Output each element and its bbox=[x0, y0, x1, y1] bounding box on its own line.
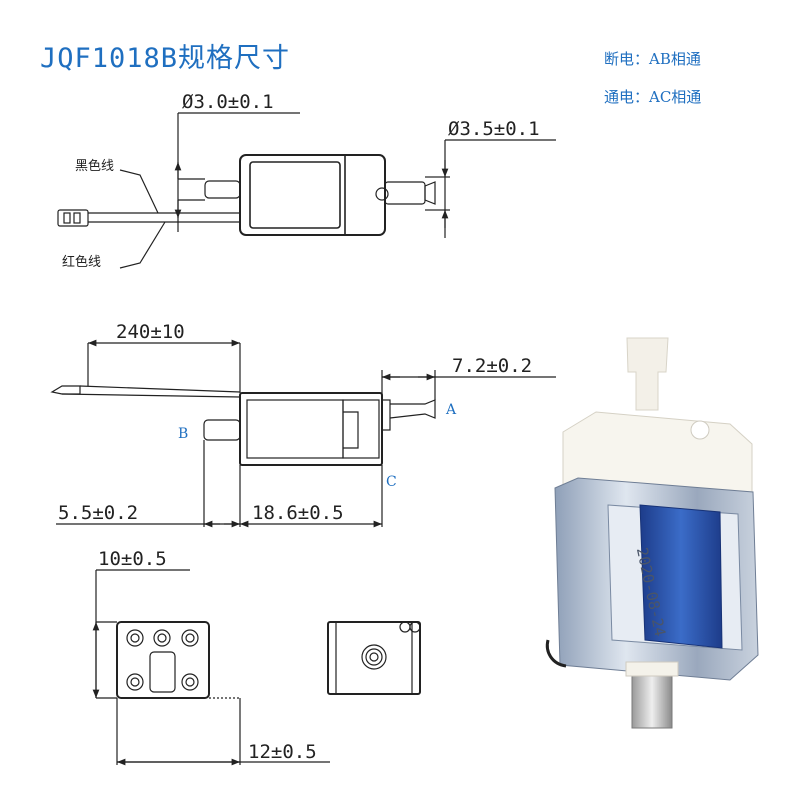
side-view bbox=[50, 339, 556, 528]
height-dim: 12±0.5 bbox=[248, 741, 317, 763]
inlet-length-dim: 5.5±0.2 bbox=[58, 502, 138, 524]
red-wire-label: 红色线 bbox=[62, 254, 101, 270]
port-a-label: A bbox=[445, 402, 457, 418]
bottom-view bbox=[327, 621, 421, 695]
top-view bbox=[57, 112, 556, 269]
note-power-on: 通电：AC相通 bbox=[604, 88, 702, 106]
width-dim: 10±0.5 bbox=[98, 548, 167, 570]
end-view bbox=[92, 569, 330, 766]
product-photo bbox=[545, 337, 759, 729]
inlet-diameter-dim: Ø3.0±0.1 bbox=[182, 91, 274, 113]
outlet-length-dim: 7.2±0.2 bbox=[452, 355, 532, 377]
outlet-diameter-dim: Ø3.5±0.1 bbox=[448, 118, 540, 140]
body-length-dim: 18.6±0.5 bbox=[252, 502, 344, 524]
black-wire-label: 黑色线 bbox=[75, 158, 114, 174]
page-title: JQF1018B规格尺寸 bbox=[40, 43, 291, 74]
note-power-off: 断电：AB相通 bbox=[604, 50, 701, 68]
wire-length-dim: 240±10 bbox=[116, 321, 185, 343]
port-c-label: C bbox=[386, 474, 397, 490]
port-b-label: B bbox=[178, 426, 188, 442]
